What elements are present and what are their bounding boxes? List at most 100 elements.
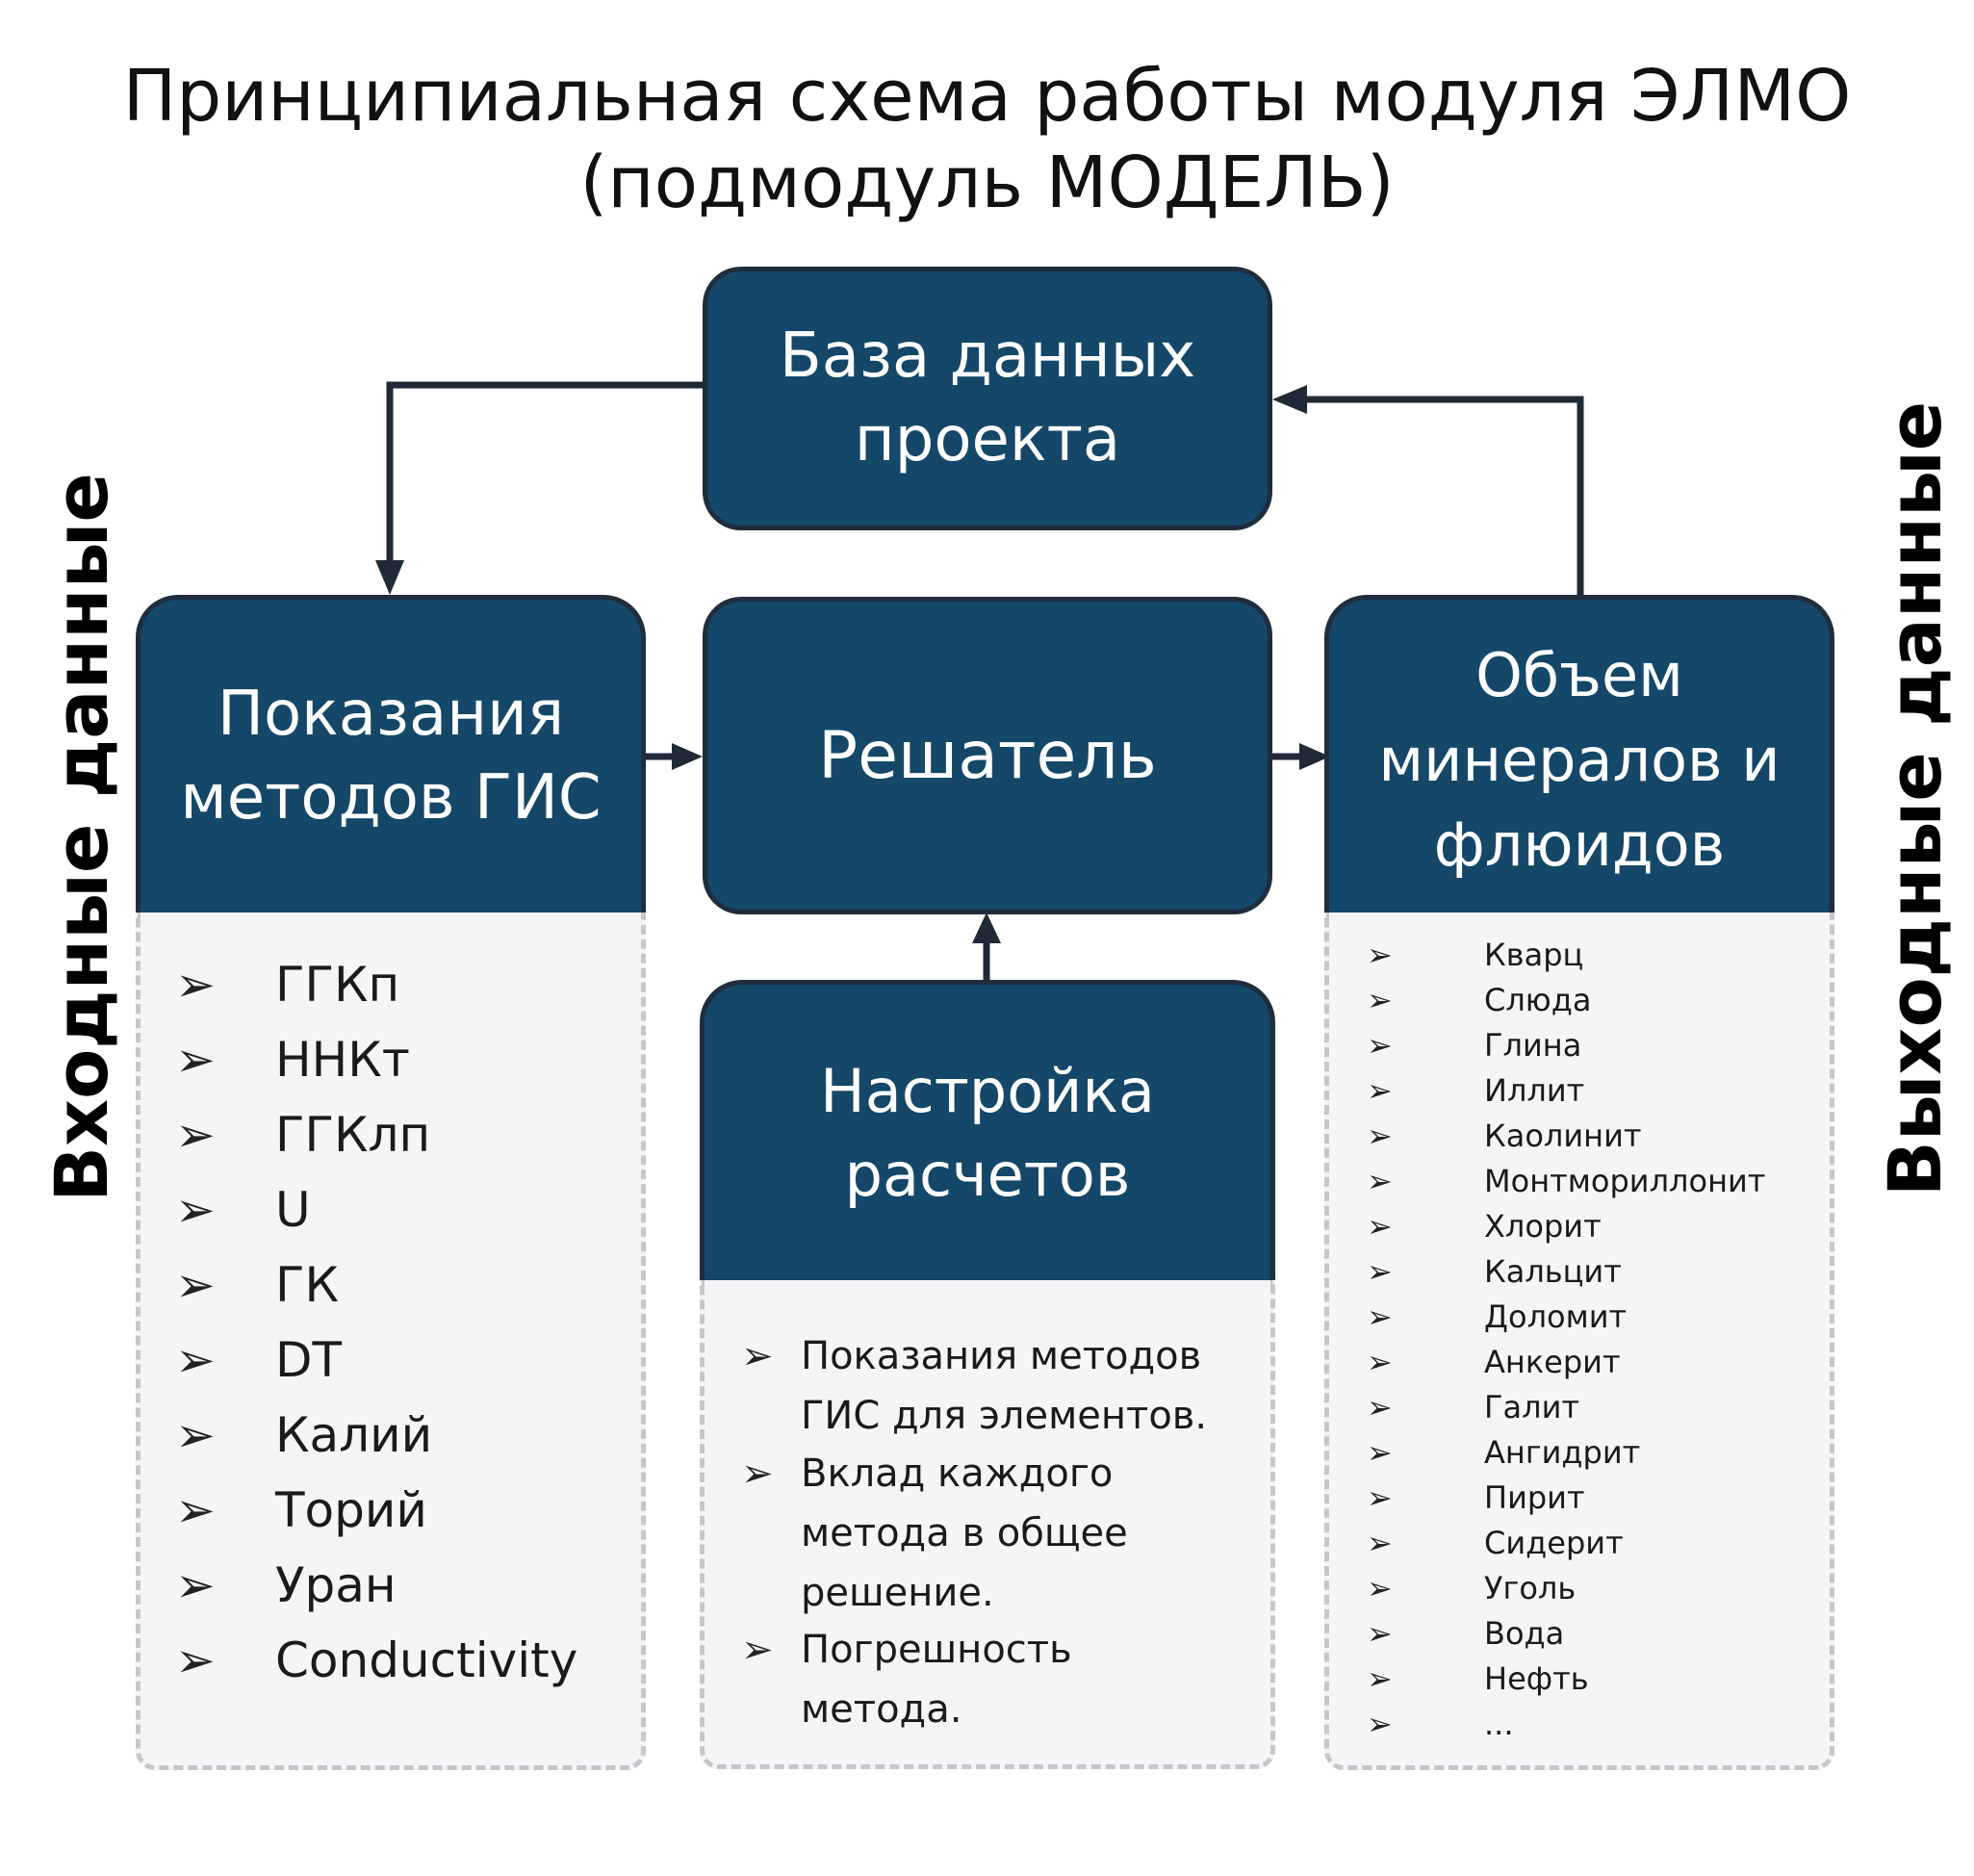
list-item: ➢ Анкерит bbox=[1367, 1339, 1621, 1384]
bullet-arrow-icon: ➢ bbox=[1367, 1705, 1393, 1742]
calculation-settings-box: Настройка расчетов bbox=[700, 980, 1275, 1280]
settings-panel bbox=[700, 1280, 1275, 1769]
bullet-arrow-icon: ➢ bbox=[741, 1334, 774, 1378]
list-item: ➢ ... bbox=[1367, 1701, 1514, 1746]
diagram-title-line-1: Принципиальная схема работы модуля ЭЛМО bbox=[122, 55, 1852, 138]
gis-method-label: Conductivity bbox=[275, 1632, 578, 1688]
bullet-arrow-icon: ➢ bbox=[1367, 936, 1393, 973]
settings-item-text: Показания методов ГИС для элементов. bbox=[801, 1326, 1207, 1446]
database-box-line-1: База данных bbox=[779, 321, 1196, 392]
mineral-label: Сидерит bbox=[1484, 1524, 1624, 1561]
arrowhead-output-to-database bbox=[1272, 385, 1307, 414]
mineral-label: Кальцит bbox=[1484, 1252, 1622, 1290]
minerals-list-panel bbox=[1324, 912, 1834, 1770]
list-item: ➢ ННКт bbox=[175, 1021, 410, 1098]
bullet-arrow-icon: ➢ bbox=[1367, 1343, 1393, 1380]
gis-method-label: Уран bbox=[275, 1557, 397, 1613]
bullet-arrow-icon: ➢ bbox=[1367, 1433, 1393, 1471]
list-item: ➢ Галит bbox=[1367, 1384, 1579, 1429]
settings-item-line: Вклад каждого bbox=[801, 1452, 1114, 1496]
mineral-label: Иллит bbox=[1484, 1071, 1585, 1109]
bullet-arrow-icon: ➢ bbox=[1367, 1298, 1393, 1335]
bullet-arrow-icon: ➢ bbox=[175, 1557, 216, 1613]
list-item: ➢ Кварц bbox=[1367, 932, 1583, 977]
list-item: ➢ Показания методов ГИС для элементов. bbox=[741, 1326, 1207, 1446]
mineral-label: ... bbox=[1484, 1705, 1514, 1742]
bullet-arrow-icon: ➢ bbox=[741, 1452, 774, 1496]
settings-box-line-1: Настройка bbox=[820, 1055, 1155, 1126]
list-item: ➢ Монтмориллонит bbox=[1367, 1158, 1765, 1203]
settings-item-line: Погрешность bbox=[801, 1628, 1072, 1672]
bullet-arrow-icon: ➢ bbox=[1367, 1117, 1393, 1154]
bullet-arrow-icon: ➢ bbox=[1367, 1071, 1393, 1109]
gis-methods-panel bbox=[136, 912, 646, 1770]
bullet-arrow-icon: ➢ bbox=[175, 1632, 216, 1688]
bullet-arrow-icon: ➢ bbox=[1367, 1252, 1393, 1290]
gis-method-label: U bbox=[275, 1182, 311, 1238]
solver-box: Решатель bbox=[703, 597, 1272, 914]
mineral-label: Кварц bbox=[1484, 936, 1584, 973]
list-item: ➢ Кальцит bbox=[1367, 1248, 1622, 1294]
list-item: ➢ Погрешность метода. bbox=[741, 1620, 1072, 1739]
project-database-box: База данных проекта bbox=[703, 267, 1272, 530]
list-item: ➢ ГК bbox=[175, 1246, 339, 1323]
settings-item-text: Погрешность метода. bbox=[801, 1620, 1072, 1739]
bullet-arrow-icon: ➢ bbox=[1367, 1569, 1393, 1606]
settings-item-line: Показания методов bbox=[801, 1334, 1202, 1378]
list-item: ➢ U bbox=[175, 1171, 311, 1248]
list-item: ➢ Хлорит bbox=[1367, 1203, 1602, 1248]
list-item: ➢ Иллит bbox=[1367, 1067, 1584, 1113]
list-item: ➢ ГГКлп bbox=[175, 1096, 430, 1173]
solver-box-label: Решатель bbox=[818, 717, 1157, 794]
settings-item-text: Вклад каждого метода в общее решение. bbox=[801, 1444, 1128, 1623]
list-item: ➢ Уголь bbox=[1367, 1565, 1576, 1610]
list-item: ➢ Каолинит bbox=[1367, 1113, 1642, 1158]
output-box-line-1: Объем bbox=[1475, 639, 1683, 710]
gis-method-label: ГГКлп bbox=[275, 1107, 431, 1163]
list-item: ➢ Ангидрит bbox=[1367, 1429, 1640, 1475]
list-item: ➢ Слюда bbox=[1367, 977, 1591, 1022]
output-box-line-2: минералов и bbox=[1378, 724, 1781, 795]
gis-box-line-1: Показания bbox=[217, 678, 565, 750]
gis-readings-box: Показания методов ГИС bbox=[136, 595, 646, 912]
bullet-arrow-icon: ➢ bbox=[175, 1332, 216, 1388]
list-item: ➢ Уран bbox=[175, 1547, 397, 1624]
bullet-arrow-icon: ➢ bbox=[1367, 1207, 1393, 1245]
diagram-title-line-2: (подмодуль МОДЕЛЬ) bbox=[579, 141, 1395, 224]
arrowhead-database-to-gis bbox=[375, 560, 404, 595]
mineral-label: Уголь bbox=[1484, 1569, 1577, 1606]
settings-item-line: ГИС для элементов. bbox=[801, 1394, 1208, 1438]
list-item: ➢ DT bbox=[175, 1322, 342, 1399]
list-item: ➢ Глина bbox=[1367, 1022, 1581, 1067]
list-item: ➢ Вклад каждого метода в общее решение. bbox=[741, 1444, 1128, 1623]
mineral-label: Анкерит bbox=[1484, 1343, 1621, 1380]
bullet-arrow-icon: ➢ bbox=[175, 1032, 216, 1088]
gis-box-line-2: методов ГИС bbox=[180, 761, 602, 834]
arrow-database-to-gis bbox=[386, 381, 703, 563]
arrowhead-settings-to-solver bbox=[972, 912, 1001, 943]
list-item: ➢ Торий bbox=[175, 1472, 427, 1549]
mineral-label: Ангидрит bbox=[1484, 1433, 1641, 1471]
database-box-line-2: проекта bbox=[854, 404, 1121, 475]
bullet-arrow-icon: ➢ bbox=[1367, 981, 1393, 1018]
mineral-label: Глина bbox=[1484, 1026, 1582, 1064]
mineral-label: Монтмориллонит bbox=[1484, 1162, 1766, 1199]
bullet-arrow-icon: ➢ bbox=[1367, 1388, 1393, 1426]
settings-box-line-2: расчетов bbox=[844, 1139, 1131, 1210]
mineral-label: Нефть bbox=[1484, 1659, 1589, 1697]
gis-method-label: Торий bbox=[275, 1482, 427, 1538]
settings-item-line: метода. bbox=[801, 1687, 962, 1732]
list-item: ➢ Conductivity bbox=[175, 1622, 577, 1699]
mineral-label: Пирит bbox=[1484, 1478, 1585, 1516]
list-item: ➢ Пирит bbox=[1367, 1475, 1585, 1520]
bullet-arrow-icon: ➢ bbox=[175, 1407, 216, 1463]
gis-method-label: ННКт bbox=[275, 1032, 410, 1088]
gis-method-label: ГК bbox=[275, 1257, 339, 1313]
bullet-arrow-icon: ➢ bbox=[1367, 1026, 1393, 1064]
gis-method-label: Калий bbox=[275, 1407, 433, 1463]
bullet-arrow-icon: ➢ bbox=[1367, 1162, 1393, 1199]
list-item: ➢ Нефть bbox=[1367, 1656, 1589, 1701]
list-item: ➢ Сидерит bbox=[1367, 1520, 1624, 1565]
bullet-arrow-icon: ➢ bbox=[175, 1257, 216, 1313]
settings-item-line: метода в общее bbox=[801, 1511, 1128, 1555]
